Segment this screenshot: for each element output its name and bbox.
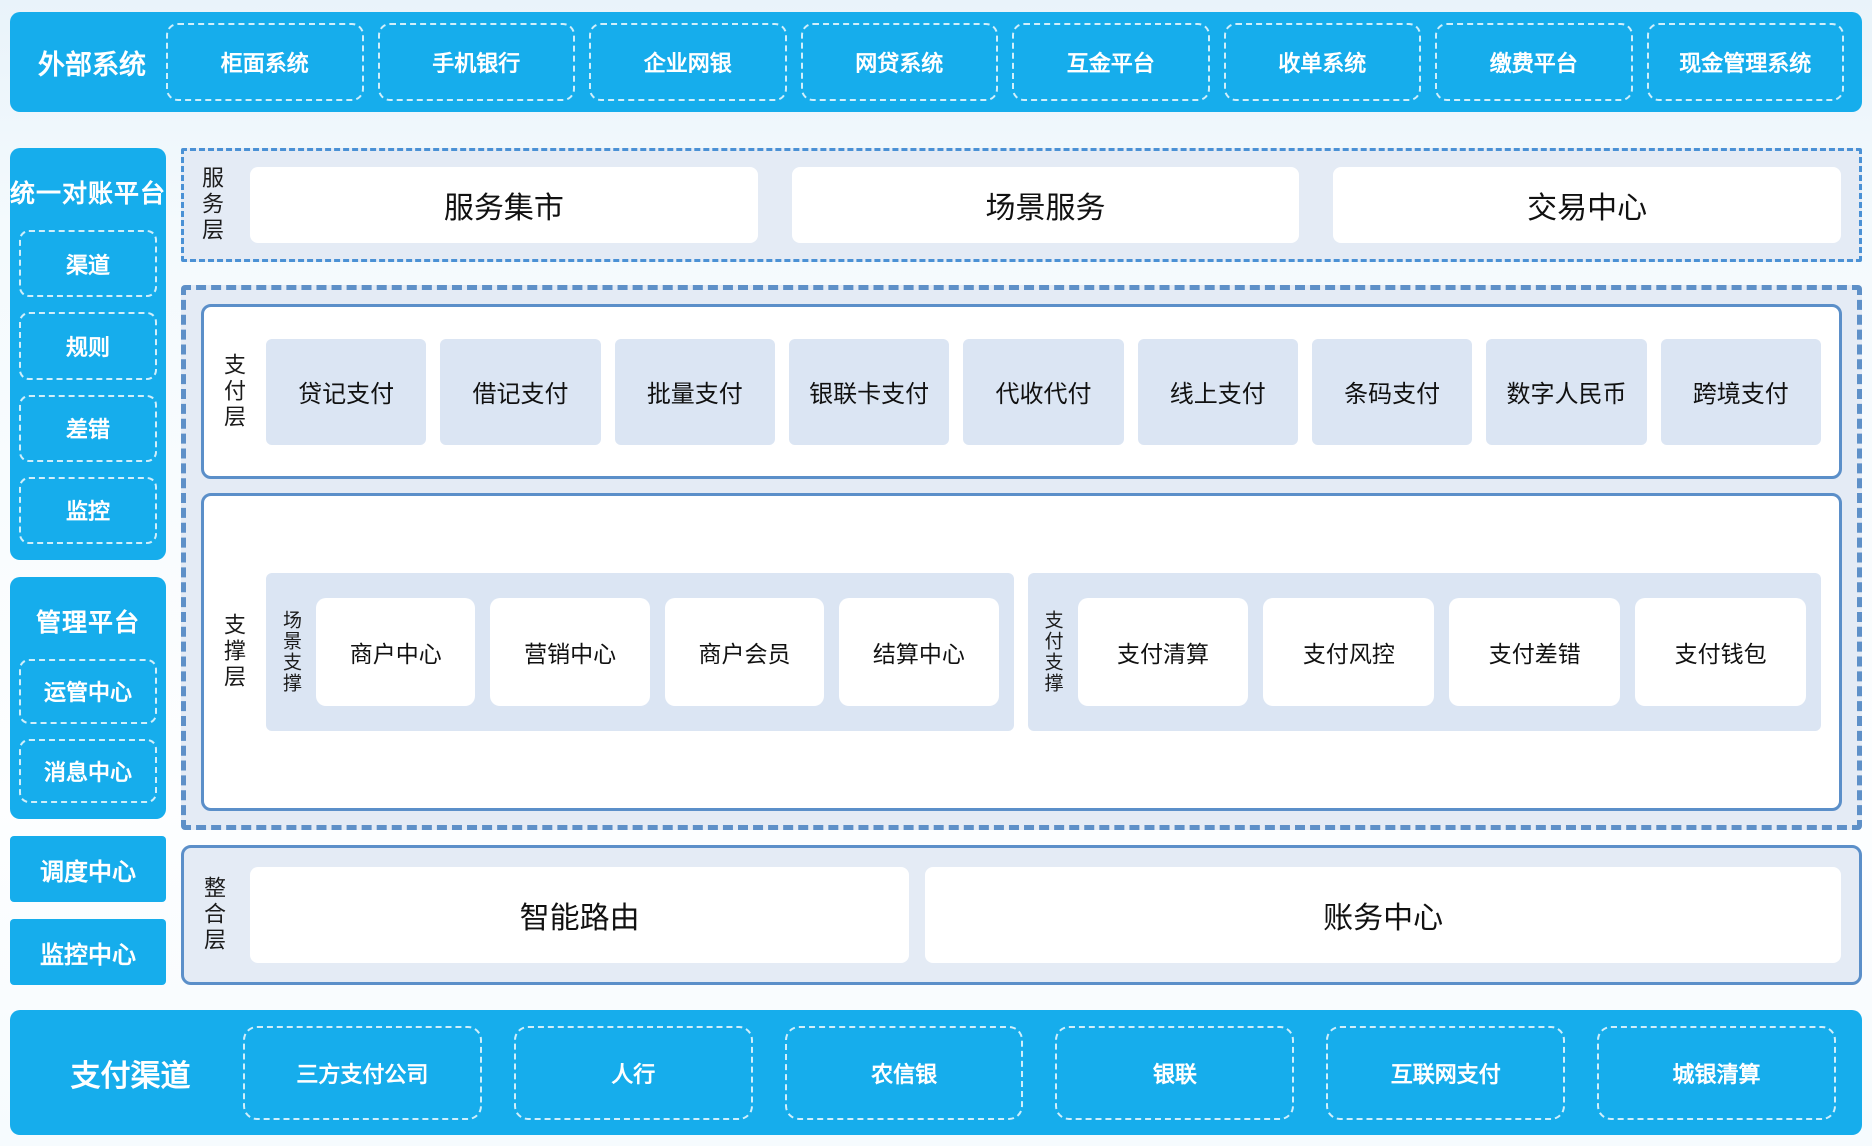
core-layers-container: 支付层 贷记支付 借记支付 批量支付 银联卡支付 代收代付 线上支付 条码支付 …: [181, 285, 1862, 830]
external-system-node: 网贷系统: [800, 23, 998, 101]
external-system-node: 企业网银: [589, 23, 787, 101]
support-layer: 支撑层 场景支撑 商户中心 营销中心 商户会员 结算中心: [201, 493, 1842, 811]
external-systems-bar: 外部系统 柜面系统 手机银行 企业网银 网贷系统 互金平台 收单系统 缴费平台 …: [10, 12, 1862, 112]
reconciliation-node: 差错: [19, 394, 157, 462]
left-sidebar: 统一对账平台 渠道 规则 差错 监控 管理平台 运管中心 消息中心 调度中心 监…: [10, 148, 166, 985]
reconciliation-platform-title: 统一对账平台: [10, 180, 167, 208]
payment-node: 银联卡支付: [788, 338, 950, 445]
payment-channel-node: 人行: [513, 1025, 753, 1120]
service-node: 交易中心: [1333, 167, 1842, 243]
accounting-center-node: 账务中心: [925, 867, 1841, 963]
external-system-node: 现金管理系统: [1646, 23, 1844, 101]
payment-layer: 支付层 贷记支付 借记支付 批量支付 银联卡支付 代收代付 线上支付 条码支付 …: [201, 304, 1842, 479]
payment-support-label: 支付支撑: [1041, 610, 1063, 694]
integration-layer: 整合层 智能路由 账务中心: [181, 845, 1862, 985]
external-system-node: 互金平台: [1012, 23, 1210, 101]
payment-node: 借记支付: [440, 338, 601, 445]
reconciliation-platform-card: 统一对账平台 渠道 规则 差错 监控: [10, 148, 166, 560]
payment-support-group: 支付支撑 支付清算 支付风控 支付差错 支付钱包: [1027, 573, 1821, 731]
layers-column: 服务层 服务集市 场景服务 交易中心 支付层 贷记支付 借记支付 批量支付 银联…: [181, 148, 1862, 985]
service-layer-label: 服务层: [199, 166, 224, 244]
payment-node: 贷记支付: [266, 338, 427, 445]
service-layer: 服务层 服务集市 场景服务 交易中心: [181, 148, 1862, 262]
payment-layer-label: 支付层: [221, 352, 246, 431]
payment-channels-bar: 支付渠道 三方支付公司 人行 农信银 银联 互联网支付 城银清算: [10, 1010, 1862, 1135]
scene-support-node: 商户会员: [664, 598, 825, 706]
scene-support-node: 营销中心: [490, 598, 650, 706]
dispatch-center-card: 调度中心: [10, 836, 166, 902]
external-systems-title: 外部系统: [38, 49, 146, 80]
payment-node: 条码支付: [1311, 338, 1473, 445]
payment-support-node: 支付风控: [1263, 598, 1435, 706]
support-layer-label: 支撑层: [221, 613, 246, 691]
payment-channel-node: 三方支付公司: [243, 1025, 482, 1120]
reconciliation-node: 监控: [19, 476, 157, 544]
payment-node: 跨境支付: [1660, 338, 1821, 445]
management-node: 运管中心: [19, 659, 157, 724]
payment-channels-title: 支付渠道: [70, 1059, 191, 1093]
management-platform-card: 管理平台 运管中心 消息中心: [10, 577, 166, 819]
management-platform-title: 管理平台: [35, 609, 140, 637]
scene-support-node: 商户中心: [316, 598, 476, 706]
external-system-node: 手机银行: [377, 23, 575, 101]
external-system-node: 收单系统: [1223, 23, 1421, 101]
reconciliation-node: 渠道: [19, 230, 157, 298]
payment-support-node: 支付差错: [1449, 598, 1621, 706]
external-system-node: 柜面系统: [166, 23, 364, 101]
payment-channel-node: 城银清算: [1597, 1025, 1836, 1120]
payment-node: 数字人民币: [1486, 338, 1647, 445]
service-node: 服务集市: [250, 167, 758, 243]
scene-support-group: 场景支撑 商户中心 营销中心 商户会员 结算中心: [266, 573, 1014, 731]
service-node: 场景服务: [791, 167, 1300, 243]
scene-support-label: 场景支撑: [280, 610, 301, 694]
smart-routing-node: 智能路由: [250, 867, 910, 963]
external-system-node: 缴费平台: [1435, 23, 1633, 101]
payment-node: 代收代付: [963, 338, 1124, 445]
payment-support-node: 支付钱包: [1635, 598, 1807, 706]
reconciliation-node: 规则: [19, 312, 157, 380]
payment-channel-node: 农信银: [784, 1025, 1024, 1120]
payment-node: 线上支付: [1137, 338, 1298, 445]
external-systems-items: 柜面系统 手机银行 企业网银 网贷系统 互金平台 收单系统 缴费平台 现金管理系…: [166, 23, 1844, 101]
payment-channel-node: 互联网支付: [1326, 1025, 1566, 1120]
integration-layer-label: 整合层: [201, 876, 226, 954]
monitor-center-card: 监控中心: [10, 919, 166, 985]
payment-node: 批量支付: [614, 338, 775, 445]
payment-channels-items: 三方支付公司 人行 农信银 银联 互联网支付 城银清算: [243, 1025, 1836, 1120]
payment-channel-node: 银联: [1055, 1025, 1295, 1120]
management-node: 消息中心: [19, 738, 157, 803]
scene-support-node: 结算中心: [839, 598, 999, 706]
payment-support-node: 支付清算: [1077, 598, 1249, 706]
